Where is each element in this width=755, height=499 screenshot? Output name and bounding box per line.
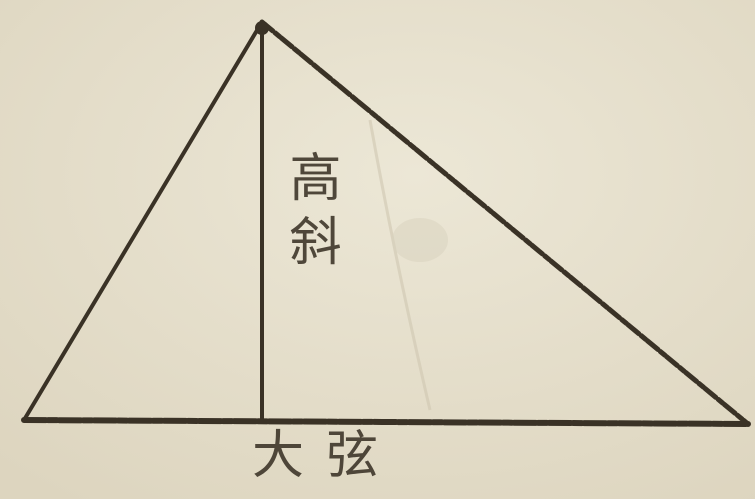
base-label: 大弦 [252, 426, 401, 486]
paper-fold [368, 119, 432, 411]
paper-smudge [392, 218, 448, 262]
right-side-line [259, 19, 751, 427]
left-side-line [22, 20, 264, 422]
height-label: 高斜 [280, 150, 340, 278]
apex-mark [255, 21, 269, 35]
base-line [21, 417, 751, 427]
